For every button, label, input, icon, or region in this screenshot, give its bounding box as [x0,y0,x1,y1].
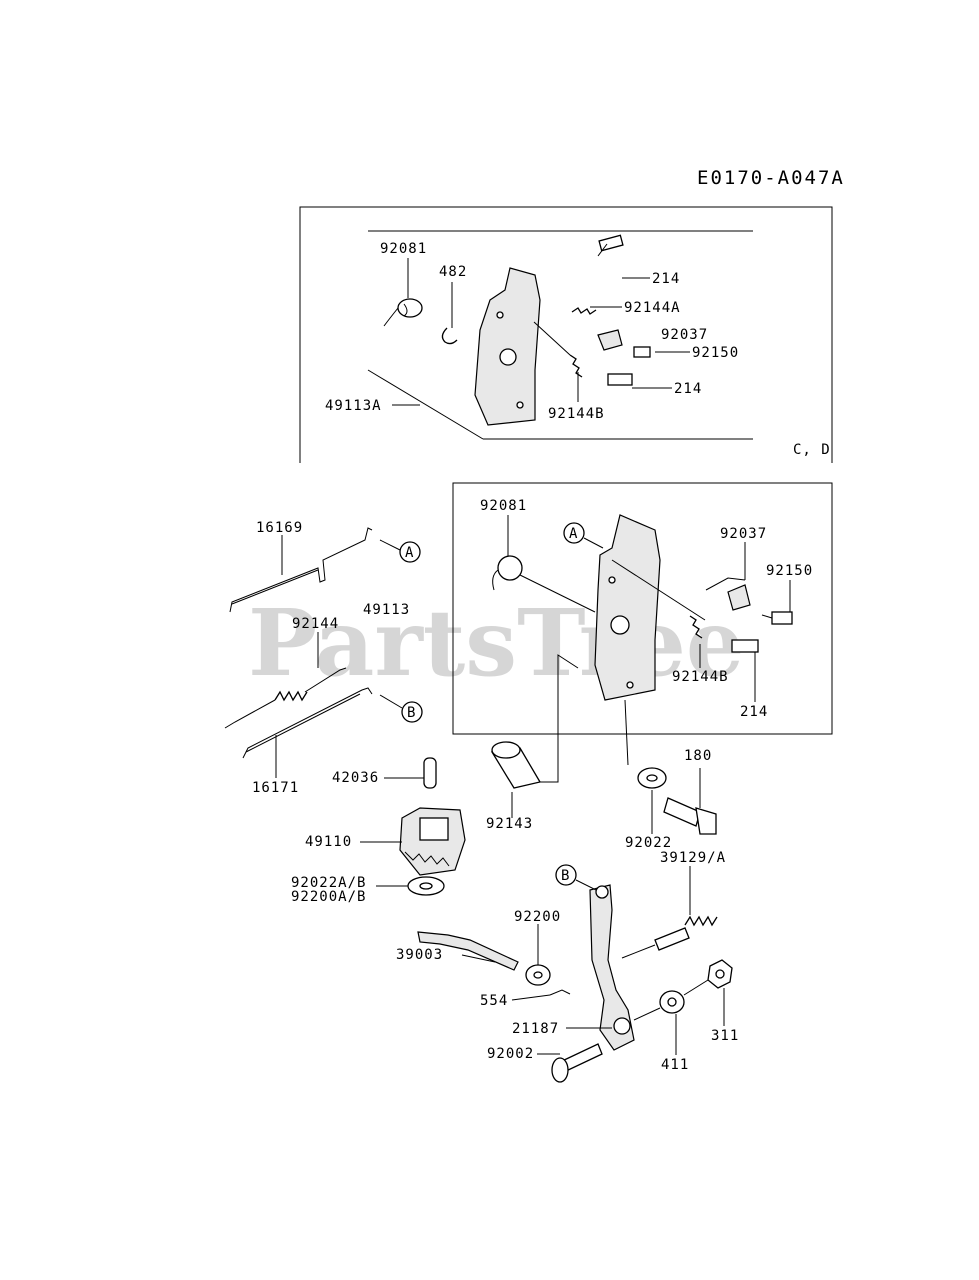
label-92022: 92022 [625,835,672,851]
label-214-top-lower: 214 [674,381,702,397]
mid-spring-92081 [492,555,596,613]
top-control-plate [474,267,541,426]
mid-spring-92144B [689,615,703,639]
label-92143: 92143 [486,816,533,832]
label-92144B-top: 92144B [548,406,605,422]
top-leaders [392,258,690,406]
label-180: 180 [684,748,712,764]
callout-b-lever-leader [575,879,597,891]
label-92200AB: 92200A/B [291,889,366,905]
callout-a-left-leader [379,539,401,551]
washer-411 [633,990,685,1055]
label-311: 311 [711,1028,739,1044]
collar-92143 [490,654,579,818]
arm-39003 [417,931,519,971]
rod-16171 [242,687,373,778]
label-92022AB: 92022A/B [291,875,366,891]
label-39003: 39003 [396,947,443,963]
label-49110: 49110 [305,834,352,850]
callout-a-left [399,541,421,563]
middle-inset-frame [452,482,833,735]
washer-92022AB [376,876,445,896]
spring-92144 [224,632,347,729]
gear-49110 [360,807,466,876]
callout-a-mid [563,522,585,544]
washer-92200 [525,924,551,986]
lever-21187 [589,884,635,1051]
callout-a-mid-label: A [569,526,578,542]
inset-note: C, D [793,442,831,458]
callout-b-lever-label: B [561,868,570,884]
label-21187: 21187 [512,1021,559,1037]
callout-b-left-label: B [407,705,416,721]
label-92002: 92002 [487,1046,534,1062]
callout-a-mid-leader [583,537,604,549]
pin-42036 [384,757,437,789]
rod-16169 [229,527,373,613]
label-92037-mid: 92037 [720,526,767,542]
label-42036: 42036 [332,770,379,786]
label-411: 411 [661,1057,689,1073]
label-92200: 92200 [514,909,561,925]
mid-control-plate [594,514,706,701]
callout-a-left-label: A [405,545,414,561]
watermark-text: PartsTree [248,589,744,697]
top-inset-frame [299,206,833,463]
label-92144A: 92144A [624,300,681,316]
diagram-code: E0170-A047A [697,167,845,189]
label-92150-top: 92150 [692,345,739,361]
label-92144: 92144 [292,616,339,632]
label-92081-mid: 92081 [480,498,527,514]
mid-leaders [507,515,791,702]
label-49113: 49113 [363,602,410,618]
label-92150-mid: 92150 [766,563,813,579]
callout-b-left [401,701,423,723]
label-482: 482 [439,264,467,280]
pin-554 [511,989,571,1001]
label-554: 554 [480,993,508,1009]
label-214-mid: 214 [740,704,768,720]
mid-bracket-92037 [705,577,751,611]
mid-screw-92150 [761,611,793,625]
top-clip-482 [441,327,458,345]
bolt-92002 [537,1043,603,1083]
label-39129A: 39129/A [660,850,726,866]
label-16171: 16171 [252,780,299,796]
label-92144B-mid: 92144B [672,669,729,685]
label-92037-top: 92037 [661,327,708,343]
callout-b-lever [555,864,577,886]
top-spring-92144A [571,307,597,315]
top-screw-92150 [633,346,651,358]
label-49113A: 49113A [325,398,382,414]
callout-b-left-leader [379,694,403,709]
bolt-180 [663,768,717,835]
mid-screw-214 [731,639,759,653]
label-92081-top: 92081 [380,241,427,257]
top-screw-214 [597,234,624,257]
top-screw-214b [607,373,633,386]
spring-39129A [621,866,718,959]
label-214-top: 214 [652,271,680,287]
top-spring-92144B [569,354,583,378]
top-spring-92081 [383,298,423,327]
top-bracket-92037 [597,329,623,351]
washer-92022 [624,699,667,834]
nut-311 [683,959,733,1026]
label-16169: 16169 [256,520,303,536]
